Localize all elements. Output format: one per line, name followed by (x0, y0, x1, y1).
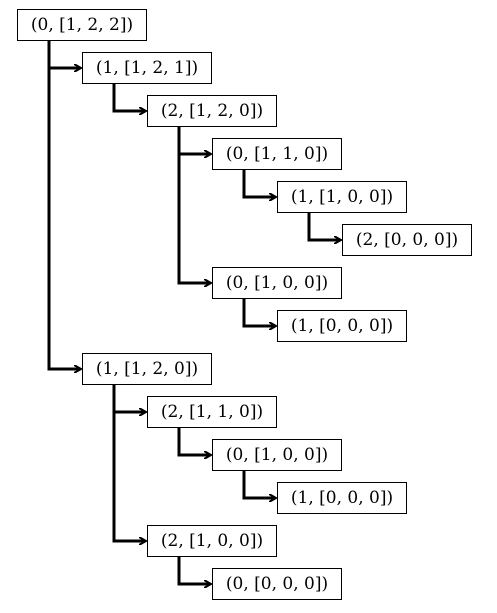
tree-node: (2, [0, 0, 0]) (342, 224, 472, 256)
tree-node: (1, [1, 2, 1]) (82, 52, 212, 84)
tree-node: (1, [1, 0, 0]) (277, 181, 407, 213)
tree-node: (0, [0, 0, 0]) (212, 568, 342, 600)
tree-node: (1, [0, 0, 0]) (277, 310, 407, 342)
tree-node: (1, [1, 2, 0]) (82, 353, 212, 385)
tree-node: (2, [1, 0, 0]) (147, 525, 277, 557)
tree-node: (0, [1, 0, 0]) (212, 439, 342, 471)
tree-node: (2, [1, 1, 0]) (147, 396, 277, 428)
tree-node: (1, [0, 0, 0]) (277, 482, 407, 514)
tree-node: (0, [1, 0, 0]) (212, 267, 342, 299)
tree-node: (0, [1, 2, 2]) (17, 9, 147, 41)
tree-node: (2, [1, 2, 0]) (147, 95, 277, 127)
tree-node: (0, [1, 1, 0]) (212, 138, 342, 170)
